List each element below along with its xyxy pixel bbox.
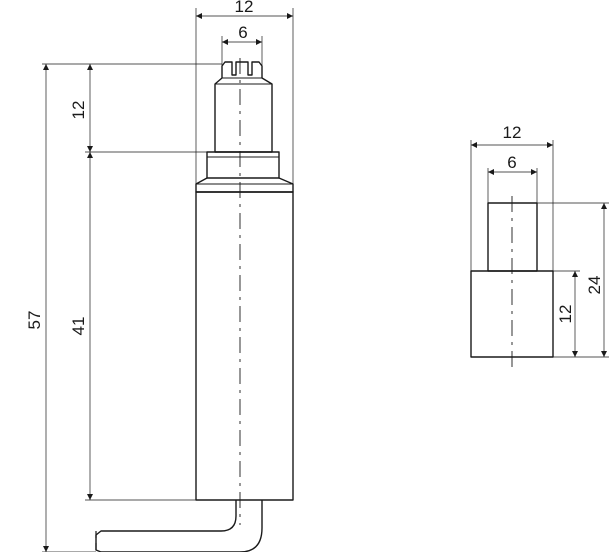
- collar: [195, 151, 294, 193]
- main-body: [195, 191, 294, 501]
- dim-side-width-body: 12: [235, 0, 254, 16]
- dim-side-height-body: 41: [69, 317, 88, 336]
- side-view: 12 6 12 41 57: [25, 0, 294, 552]
- dim-side-width-pin: 6: [238, 23, 247, 42]
- pin-tip: [214, 61, 273, 153]
- dim-top-width-body: 12: [503, 123, 522, 142]
- dim-top-height-total: 24: [585, 276, 604, 295]
- dim-side-height-tip: 12: [69, 101, 88, 120]
- bent-handle: [95, 500, 263, 552]
- dim-top-height-body: 12: [556, 305, 575, 324]
- dim-top-width-pin: 6: [507, 153, 516, 172]
- dim-side-height-total: 57: [25, 311, 44, 330]
- top-pin: [487, 202, 538, 272]
- top-view: 12 6 12 24: [470, 123, 609, 368]
